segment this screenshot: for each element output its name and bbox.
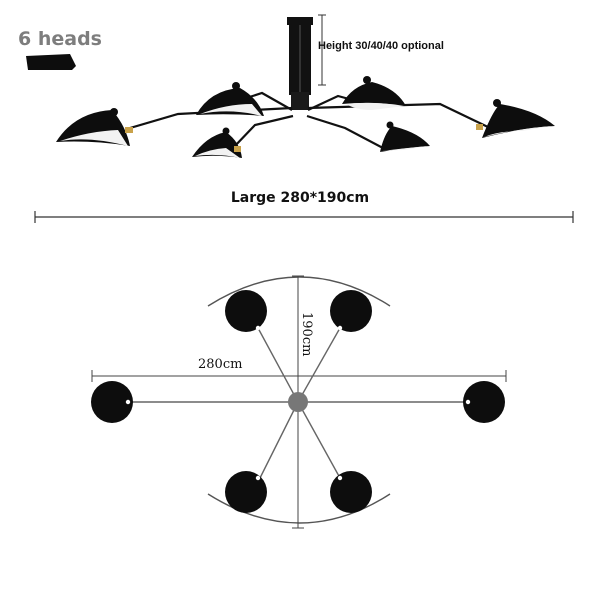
width-dimension-line [34, 211, 574, 223]
lamp-arms [129, 91, 491, 149]
lamp-shade [476, 99, 555, 138]
top-view-shade [91, 381, 133, 423]
top-view-shade [463, 381, 505, 423]
width-dimension-label: 280cm [198, 357, 243, 372]
top-view-diagram [91, 275, 507, 529]
top-view-shade [330, 471, 372, 513]
lamp-shade [196, 82, 264, 116]
lamp-shade [342, 76, 406, 110]
lamp-shade [380, 121, 430, 152]
top-view-shade [330, 290, 372, 332]
ceiling-mount [287, 17, 313, 110]
top-view-shade [225, 471, 267, 513]
height-dimension-label: 190cm [299, 312, 314, 357]
top-arc [207, 276, 391, 307]
heads-count-label: 6 heads [18, 28, 102, 50]
lamp-shade [56, 108, 133, 146]
center-hub [288, 392, 308, 412]
canopy-swatch [26, 54, 76, 70]
top-view-shade [225, 290, 267, 332]
height-dimension-line [318, 14, 326, 86]
bottom-arc [207, 493, 391, 524]
lamp-shade [192, 127, 242, 158]
height-options-label: Height 30/40/40 optional [318, 40, 444, 52]
size-label: Large 280*190cm [230, 190, 370, 206]
